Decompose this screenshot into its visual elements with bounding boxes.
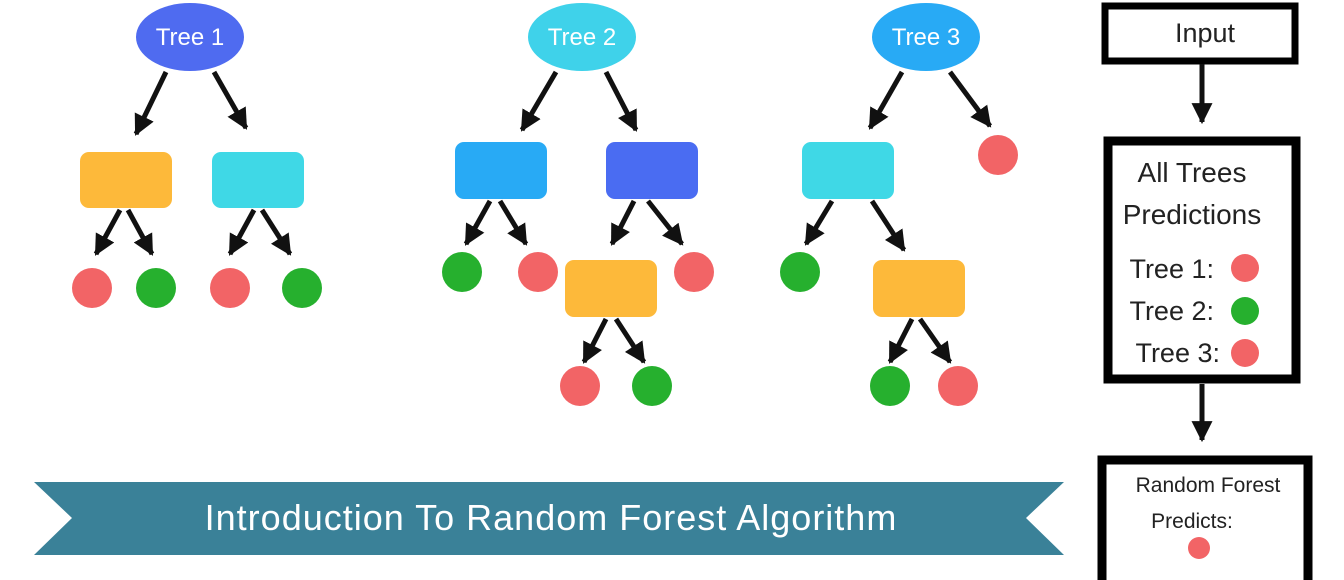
edge — [803, 199, 835, 246]
edge — [646, 199, 684, 246]
edge — [867, 70, 905, 130]
edge — [947, 70, 993, 128]
leaf-green — [136, 268, 176, 308]
leaf-red — [938, 366, 978, 406]
tree-1-label: Tree 1 — [156, 24, 224, 51]
banner-ribbon — [34, 482, 1064, 555]
tree-2-label: Tree 2 — [548, 24, 616, 51]
edge — [227, 208, 257, 256]
leaf-red — [674, 252, 714, 292]
leaf-red — [560, 366, 600, 406]
tree-1-decision-node-orange — [80, 152, 172, 208]
leaf-green — [282, 268, 322, 308]
leaf-red — [518, 252, 558, 292]
leaf-red — [72, 268, 112, 308]
tree-3-decision-node-orange — [873, 260, 965, 317]
leaf-green — [780, 252, 820, 292]
prediction-tree-1-dot — [1231, 254, 1259, 282]
edge — [581, 317, 609, 364]
input-label: Input — [1175, 18, 1236, 48]
edge — [463, 199, 493, 246]
result-dot — [1188, 537, 1210, 559]
predictions-title-line2: Predictions — [1123, 199, 1262, 230]
edge — [133, 70, 169, 136]
edge — [887, 317, 915, 364]
edge — [519, 70, 559, 132]
tree-3-root-node — [872, 3, 980, 71]
result-line2: Predicts: — [1151, 510, 1233, 533]
prediction-tree-3-dot — [1231, 339, 1259, 367]
tree-2-root-node — [528, 3, 636, 71]
prediction-tree-2-label: Tree 2: — [1129, 296, 1214, 326]
tree-3: Tree 3 — [780, 3, 1018, 406]
edge — [609, 199, 637, 246]
tree-1-decision-node-cyan — [212, 152, 304, 208]
all-trees-predictions-box — [1103, 136, 1301, 384]
leaf-green — [870, 366, 910, 406]
input-box — [1101, 2, 1299, 65]
edge — [211, 70, 249, 130]
prediction-tree-3-label: Tree 3: — [1135, 338, 1220, 368]
edge — [259, 208, 293, 256]
tree-2-decision-node-blue — [455, 142, 547, 199]
prediction-tree-2-dot — [1231, 297, 1259, 325]
tree-1: Tree 1 — [72, 3, 322, 308]
edge — [125, 208, 155, 256]
prediction-tree-1-label: Tree 1: — [1129, 254, 1214, 284]
edge — [603, 70, 639, 132]
edge — [613, 317, 647, 364]
tree-2: Tree 2 — [442, 3, 714, 406]
predictions-title-line1: All Trees — [1138, 157, 1247, 188]
tree-3-label: Tree 3 — [892, 24, 960, 51]
result-line1: Random Forest — [1136, 474, 1281, 497]
title-banner: Introduction To Random Forest Algorithm — [34, 482, 1064, 555]
banner-title: Introduction To Random Forest Algorithm — [205, 497, 898, 538]
random-forest-result-box — [1097, 455, 1313, 580]
tree-3-decision-node-cyan — [802, 142, 894, 199]
tree-2-decision-node-indigo — [606, 142, 698, 199]
leaf-green — [632, 366, 672, 406]
edge — [869, 199, 907, 252]
leaf-red — [210, 268, 250, 308]
edge — [497, 199, 529, 246]
leaf-red — [978, 135, 1018, 175]
edge — [93, 208, 123, 256]
edge — [917, 317, 953, 364]
prediction-flow: Input All Trees Predictions Tree 1: Tree… — [1097, 2, 1313, 580]
leaf-green — [442, 252, 482, 292]
tree-1-root-node — [136, 3, 244, 71]
tree-2-decision-node-orange — [565, 260, 657, 317]
